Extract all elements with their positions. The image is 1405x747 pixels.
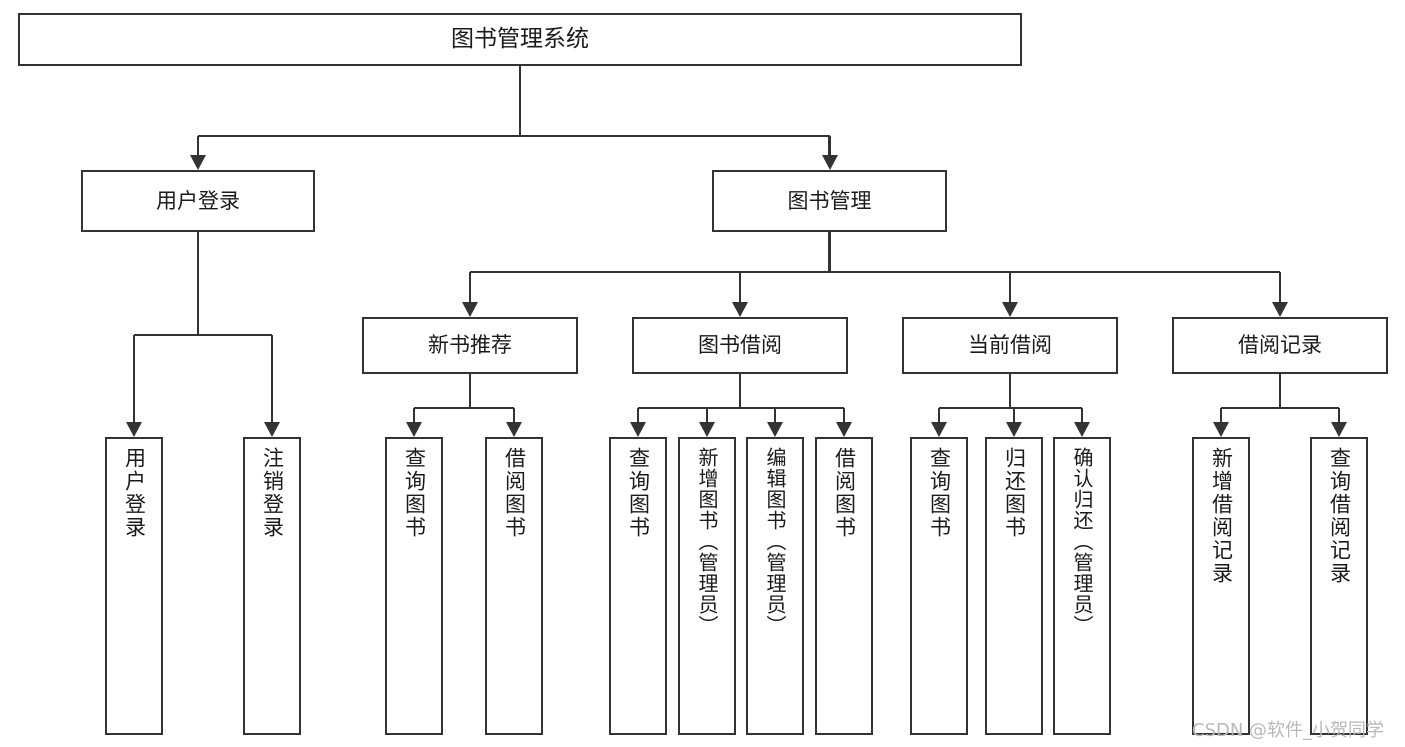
node-leaf-query-record[interactable]: 查询借阅记录 — [1310, 437, 1368, 735]
arrowhead-icon — [699, 422, 715, 437]
node-leaf-borrow-book-2[interactable]: 借阅图书 — [815, 437, 873, 735]
node-book-borrow[interactable]: 图书借阅 — [632, 317, 848, 374]
arrowhead-icon — [931, 422, 947, 437]
node-leaf-user-logout[interactable]: 注销登录 — [243, 437, 301, 735]
node-borrow-record[interactable]: 借阅记录 — [1172, 317, 1388, 374]
connector-vertical — [828, 136, 831, 157]
connector-horizontal — [134, 333, 272, 337]
node-leaf-edit-book[interactable]: 编辑图书（管理员） — [746, 437, 804, 735]
node-book-manage[interactable]: 图书管理 — [712, 170, 947, 232]
node-label: 新增图书（管理员） — [695, 447, 719, 636]
connector-horizontal — [414, 406, 514, 410]
connector-vertical — [1008, 374, 1012, 408]
connector-vertical — [828, 232, 831, 272]
connector-horizontal — [470, 270, 1280, 274]
arrowhead-icon — [506, 422, 522, 437]
node-leaf-query-book-3[interactable]: 查询图书 — [910, 437, 968, 735]
connector-vertical — [468, 374, 472, 408]
node-label: 查询图书 — [402, 447, 427, 539]
connector-horizontal — [198, 134, 830, 138]
arrowhead-icon — [1006, 422, 1022, 437]
arrowhead-icon — [1213, 422, 1229, 437]
node-label: 借阅记录 — [1238, 333, 1322, 358]
arrowhead-icon — [1074, 422, 1090, 437]
connector-vertical — [132, 335, 136, 424]
connector-vertical — [518, 66, 522, 136]
node-label: 图书管理 — [787, 188, 872, 213]
arrowhead-icon — [462, 302, 478, 317]
connector-vertical — [1337, 408, 1341, 424]
connector-vertical — [636, 408, 640, 424]
node-user-login[interactable]: 用户登录 — [81, 170, 315, 232]
node-label: 注销登录 — [260, 447, 285, 539]
connector-vertical — [412, 408, 416, 424]
connector-vertical — [270, 335, 274, 424]
node-leaf-confirm-return[interactable]: 确认归还（管理员） — [1053, 437, 1111, 735]
connector-vertical — [738, 272, 742, 304]
arrowhead-icon — [630, 422, 646, 437]
connector-vertical — [1008, 272, 1012, 304]
node-leaf-borrow-book-1[interactable]: 借阅图书 — [485, 437, 543, 735]
node-label: 查询图书 — [927, 447, 952, 539]
arrowhead-icon — [406, 422, 422, 437]
arrowhead-icon — [264, 422, 280, 437]
node-leaf-query-book-1[interactable]: 查询图书 — [385, 437, 443, 735]
node-root[interactable]: 图书管理系统 — [18, 13, 1022, 66]
node-leaf-return-book[interactable]: 归还图书 — [985, 437, 1043, 735]
node-label: 借阅图书 — [832, 447, 857, 539]
connector-vertical — [1278, 272, 1282, 304]
node-leaf-add-book[interactable]: 新增图书（管理员） — [678, 437, 736, 735]
node-leaf-user-login[interactable]: 用户登录 — [105, 437, 163, 735]
node-label: 查询图书 — [626, 447, 651, 539]
node-label: 归还图书 — [1002, 447, 1027, 539]
node-label: 新增借阅记录 — [1209, 447, 1234, 585]
connector-vertical — [512, 408, 516, 424]
arrowhead-icon — [1002, 302, 1018, 317]
node-label: 当前借阅 — [968, 333, 1052, 358]
arrowhead-icon — [126, 422, 142, 437]
arrowhead-icon — [1272, 302, 1288, 317]
connector-vertical — [196, 232, 200, 335]
node-label: 用户登录 — [156, 188, 240, 213]
connector-vertical — [773, 408, 777, 424]
connector-vertical — [1278, 374, 1282, 408]
arrowhead-icon — [190, 155, 206, 170]
connector-vertical — [196, 136, 200, 157]
arrowhead-icon — [821, 155, 838, 170]
arrowhead-icon — [732, 302, 748, 317]
connector-horizontal — [1221, 406, 1339, 410]
connector-vertical — [738, 374, 742, 408]
connector-vertical — [842, 408, 846, 424]
node-label: 新书推荐 — [428, 333, 512, 358]
node-label: 用户登录 — [122, 447, 147, 539]
connector-horizontal — [638, 406, 844, 410]
connector-vertical — [705, 408, 709, 424]
node-label: 确认归还（管理员） — [1070, 447, 1094, 636]
connector-vertical — [1080, 408, 1084, 424]
connector-vertical — [937, 408, 941, 424]
node-leaf-query-book-2[interactable]: 查询图书 — [609, 437, 667, 735]
arrowhead-icon — [1331, 422, 1347, 437]
node-label: 图书借阅 — [698, 333, 782, 358]
node-current-borrow[interactable]: 当前借阅 — [902, 317, 1118, 374]
node-leaf-add-record[interactable]: 新增借阅记录 — [1192, 437, 1250, 735]
connector-horizontal — [939, 406, 1082, 410]
arrowhead-icon — [767, 422, 783, 437]
node-label: 借阅图书 — [502, 447, 527, 539]
connector-vertical — [1219, 408, 1223, 424]
connector-vertical — [468, 272, 472, 304]
node-label: 编辑图书（管理员） — [763, 447, 787, 636]
arrowhead-icon — [836, 422, 852, 437]
node-label: 图书管理系统 — [451, 25, 589, 52]
node-label: 查询借阅记录 — [1327, 447, 1352, 585]
node-new-book-recommend[interactable]: 新书推荐 — [362, 317, 578, 374]
connector-vertical — [1012, 408, 1016, 424]
